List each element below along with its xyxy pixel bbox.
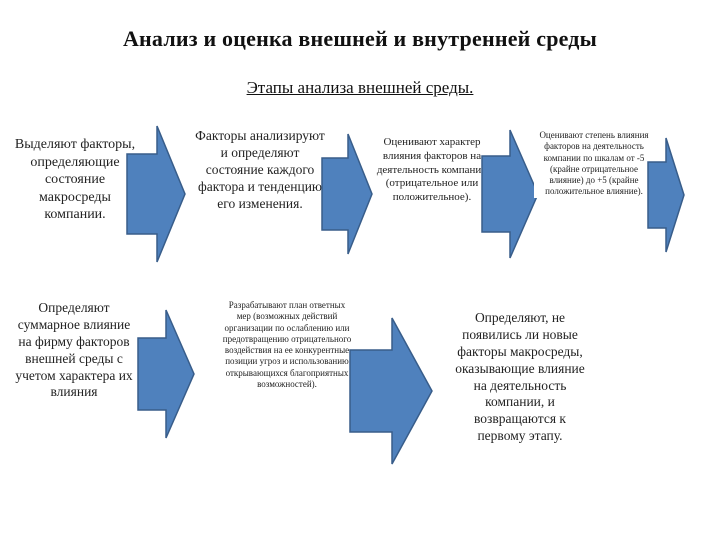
arrow-4-icon: [647, 137, 685, 253]
step-1-text: Выделяют факторы, определяющие состояние…: [12, 136, 138, 224]
page-title: Анализ и оценка внешней и внутренней сре…: [122, 26, 598, 51]
page-subtitle: Этапы анализа внешней среды.: [246, 78, 474, 97]
arrow-6-icon: [349, 317, 433, 465]
arrow-1-icon: [126, 125, 186, 263]
step-5-text: Определяют суммарное влияние на фирму фа…: [10, 300, 138, 402]
step-4-text: Оценивают степень влияния факторов на де…: [534, 130, 654, 198]
step-2-text: Факторы анализируют и определяют состоян…: [192, 128, 328, 213]
step-7-text: Определяют, не появились ли новые фактор…: [452, 310, 588, 445]
step-6-text: Разрабатывают план ответных мер (возможн…: [222, 300, 352, 390]
arrow-2-icon: [321, 133, 373, 255]
arrow-5-icon: [137, 309, 195, 439]
arrow-3-icon: [481, 129, 539, 259]
step-3-text: Оценивают характер влияния факторов на д…: [374, 136, 490, 205]
